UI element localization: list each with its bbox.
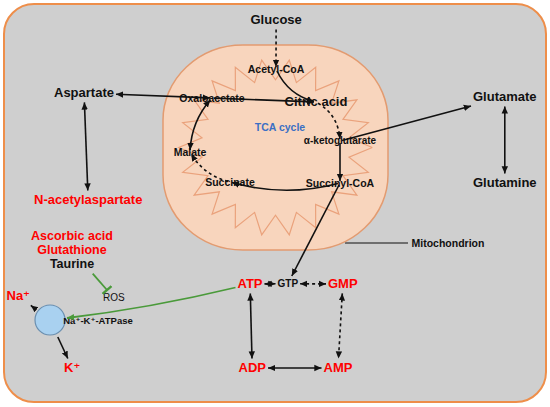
reaction-arrow bbox=[504, 106, 506, 173]
metabolite-node: Na⁺ bbox=[7, 289, 30, 304]
reaction-arrow bbox=[268, 367, 322, 369]
metabolite-node: GTP bbox=[278, 278, 299, 290]
metabolite-node: N-acetylaspartate bbox=[34, 193, 142, 208]
metabolite-label: ATP bbox=[238, 277, 263, 292]
metabolite-label: Acetyl-CoA bbox=[248, 63, 305, 75]
mitochondrion: TCA cycleMitochondrionAcetyl-CoAOxaloace… bbox=[163, 45, 388, 250]
leader-line bbox=[345, 242, 408, 243]
metabolite-label: N-acetylaspartate bbox=[34, 193, 142, 208]
reaction-arrow bbox=[214, 98, 314, 102]
metabolite-label: Glutathione bbox=[31, 243, 113, 257]
pump-outline bbox=[35, 305, 65, 335]
reaction-arrow bbox=[300, 283, 326, 285]
reaction-arrow bbox=[31, 305, 33, 307]
metabolite-label: Malate bbox=[174, 146, 207, 158]
metabolite-label: Succinate bbox=[205, 176, 255, 188]
metabolite-node: ROS bbox=[103, 292, 125, 304]
metabolite-node: ADP bbox=[239, 361, 266, 376]
pump-circle bbox=[35, 305, 65, 335]
metabolite-node: GMP bbox=[328, 277, 358, 292]
reaction-arrow bbox=[339, 293, 343, 358]
metabolite-label: GMP bbox=[328, 277, 358, 292]
metabolite-label: Na⁺ bbox=[7, 289, 30, 304]
metabolite-node: Aspartate bbox=[54, 86, 114, 101]
reaction-arrow bbox=[84, 102, 87, 190]
reaction-arrow bbox=[250, 293, 252, 358]
reaction-arrow bbox=[342, 106, 471, 141]
metabolite-node: Ascorbic acidGlutathioneTaurine bbox=[31, 229, 113, 272]
metabolite-node: K⁺ bbox=[64, 361, 80, 376]
reaction-arrow bbox=[318, 103, 340, 139]
metabolite-label: Ascorbic acid bbox=[31, 229, 113, 243]
cell-membrane bbox=[4, 4, 546, 402]
reaction-arrow bbox=[277, 71, 314, 102]
reaction-arrow bbox=[339, 143, 341, 181]
reaction-arrow bbox=[58, 337, 68, 359]
reaction-arrow bbox=[292, 185, 339, 276]
metabolite-label: Oxaloacetate bbox=[179, 92, 244, 104]
reaction-arrow bbox=[265, 283, 276, 285]
metabolite-label: Glucose bbox=[251, 13, 302, 28]
inhibition-line bbox=[93, 274, 107, 290]
shape-label: Mitochondrion bbox=[412, 237, 485, 249]
reaction-arrow bbox=[191, 154, 228, 182]
metabolite-label: Glutamine bbox=[473, 176, 537, 191]
metabolite-node: ATP bbox=[238, 277, 263, 292]
metabolite-label: Succinyl-CoA bbox=[306, 177, 374, 189]
shape-label: Na⁺-K⁺-ATPase bbox=[63, 316, 133, 327]
metabolite-label: GTP bbox=[278, 278, 299, 290]
ion-pump: Na⁺-K⁺-ATPase bbox=[35, 305, 65, 335]
mitochondrion-membrane bbox=[163, 45, 388, 250]
reaction-arrow bbox=[232, 183, 338, 191]
metabolite-node: AMP bbox=[324, 361, 353, 376]
metabolite-node: Glucose bbox=[251, 13, 302, 28]
metabolite-label: Glutamate bbox=[473, 90, 537, 105]
reaction-arrow bbox=[67, 288, 236, 319]
reaction-arrow bbox=[190, 100, 210, 150]
metabolite-label: AMP bbox=[324, 361, 353, 376]
metabolite-label: K⁺ bbox=[64, 361, 80, 376]
metabolite-label: Taurine bbox=[31, 257, 113, 271]
metabolite-label: α-ketoglutarate bbox=[304, 135, 376, 147]
cristae bbox=[179, 60, 372, 235]
shape-label: TCA cycle bbox=[255, 121, 305, 133]
metabolite-label: Aspartate bbox=[54, 86, 114, 101]
reaction-arrow bbox=[116, 94, 210, 98]
metabolite-node: Glutamine bbox=[473, 176, 537, 191]
metabolite-label: ADP bbox=[239, 361, 266, 376]
reaction-arrow bbox=[275, 29, 277, 67]
metabolite-label: ROS bbox=[103, 292, 125, 304]
metabolite-node: Glutamate bbox=[473, 90, 537, 105]
metabolite-label: Citric acid bbox=[285, 95, 348, 110]
